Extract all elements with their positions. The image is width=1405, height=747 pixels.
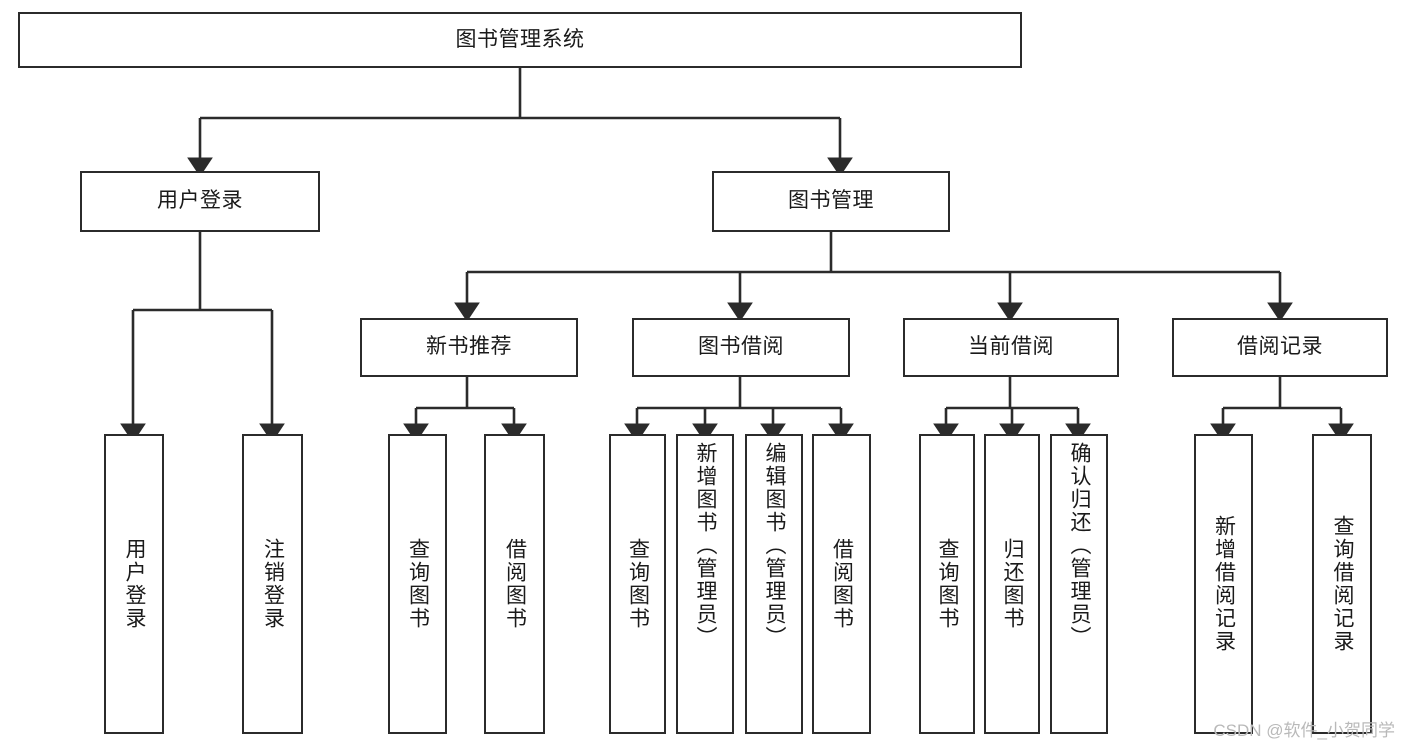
leaf-label: 新增借阅记录 <box>1212 515 1236 653</box>
leaf-label: 确认归还（管理员） <box>1068 442 1092 649</box>
node-root-label: 图书管理系统 <box>455 27 585 51</box>
leaf-node[interactable]: 确认归还（管理员） <box>1050 434 1108 734</box>
leaf-label: 查询借阅记录 <box>1331 515 1355 653</box>
leaf-node[interactable]: 用户登录 <box>104 434 164 734</box>
leaf-label: 用户登录 <box>123 538 147 630</box>
leaf-label: 查询图书 <box>626 538 650 630</box>
leaf-label: 编辑图书（管理员） <box>763 442 787 649</box>
node-root[interactable]: 图书管理系统 <box>18 12 1022 68</box>
node-book-management-label: 图书管理 <box>788 189 874 213</box>
leaf-label: 注销登录 <box>261 538 285 630</box>
leaf-node[interactable]: 编辑图书（管理员） <box>745 434 803 734</box>
leaf-label: 查询图书 <box>936 538 960 630</box>
leaf-node[interactable]: 查询借阅记录 <box>1312 434 1372 734</box>
leaf-node[interactable]: 查询图书 <box>609 434 666 734</box>
node-book-borrow-label: 图书借阅 <box>698 335 784 359</box>
node-book-management[interactable]: 图书管理 <box>712 171 950 232</box>
leaf-node[interactable]: 新增图书（管理员） <box>676 434 734 734</box>
watermark-text: CSDN @软件_小贺同学 <box>1213 721 1395 740</box>
leaf-label: 查询图书 <box>406 538 430 630</box>
node-user-login[interactable]: 用户登录 <box>80 171 320 232</box>
node-new-book-recommend-label: 新书推荐 <box>426 335 512 359</box>
node-current-borrow-label: 当前借阅 <box>968 335 1054 359</box>
leaf-node[interactable]: 借阅图书 <box>484 434 545 734</box>
leaf-node[interactable]: 查询图书 <box>388 434 447 734</box>
node-current-borrow[interactable]: 当前借阅 <box>903 318 1119 377</box>
leaf-label: 新增图书（管理员） <box>694 442 718 649</box>
leaf-label: 归还图书 <box>1001 538 1025 630</box>
leaf-label: 借阅图书 <box>830 538 854 630</box>
leaf-node[interactable]: 借阅图书 <box>812 434 871 734</box>
node-new-book-recommend[interactable]: 新书推荐 <box>360 318 578 377</box>
node-borrow-records[interactable]: 借阅记录 <box>1172 318 1388 377</box>
leaf-node[interactable]: 新增借阅记录 <box>1194 434 1253 734</box>
node-user-login-label: 用户登录 <box>157 189 243 213</box>
leaf-label: 借阅图书 <box>503 538 527 630</box>
leaf-node[interactable]: 查询图书 <box>919 434 975 734</box>
node-borrow-records-label: 借阅记录 <box>1237 335 1323 359</box>
leaf-node[interactable]: 注销登录 <box>242 434 303 734</box>
leaf-node[interactable]: 归还图书 <box>984 434 1040 734</box>
node-book-borrow[interactable]: 图书借阅 <box>632 318 850 377</box>
